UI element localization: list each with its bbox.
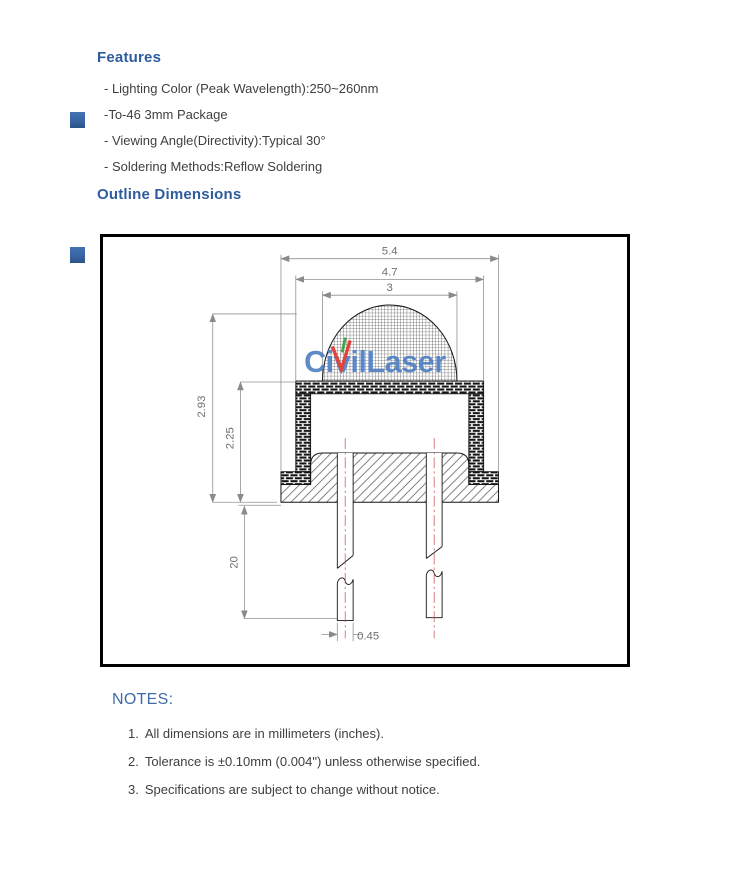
dimension-extension-lines (212, 254, 499, 642)
blue-square-marker-icon (70, 247, 85, 263)
outline-drawing-box: 5.4 4.7 3 2.93 2.25 20 0.45 (100, 234, 630, 667)
blue-square-marker-icon (70, 112, 85, 128)
feature-item-viewing-angle: - Viewing Angle(Directivity):Typical 30° (104, 133, 326, 148)
notes-heading: NOTES: (112, 691, 174, 708)
note-item-2: 2. Tolerance is ±0.10mm (0.004") unless o… (128, 754, 480, 769)
outline-dimensions-heading: Outline Dimensions (97, 186, 242, 203)
note-number: 2. (128, 754, 139, 769)
dim-label-lead-width: 0.45 (357, 630, 379, 642)
note-text: Specifications are subject to change wit… (144, 782, 440, 797)
cap-flange-left (280, 471, 312, 485)
dim-label-lens-width: 3 (387, 282, 393, 294)
cap-rim (295, 380, 485, 395)
header-base (280, 452, 499, 503)
watermark-text: CivilLaser (304, 345, 446, 379)
lead-centerlines (344, 438, 435, 639)
features-heading: Features (97, 49, 162, 66)
lens-dome (321, 304, 458, 382)
note-item-1: 1. All dimensions are in millimeters (inc… (128, 726, 384, 741)
note-number: 1. (128, 726, 139, 741)
watermark-red-v-icon (330, 340, 352, 375)
note-item-3: 3. Specifications are subject to change w… (128, 782, 440, 797)
dimension-lines (209, 255, 500, 638)
cap-flange-right (468, 471, 499, 485)
dim-label-total-height: 2.93 (196, 396, 208, 418)
feature-item-package: -To-46 3mm Package (104, 107, 228, 122)
note-number: 3. (128, 782, 139, 797)
watermark-green-tick-icon (340, 337, 347, 353)
to46-led-outline-drawing: 5.4 4.7 3 2.93 2.25 20 0.45 (196, 246, 500, 642)
note-text: All dimensions are in millimeters (inche… (144, 726, 384, 741)
feature-item-lighting-color: - Lighting Color (Peak Wavelength):250~2… (104, 81, 379, 96)
civillaser-watermark: CivilLaser (304, 337, 447, 379)
dim-label-body-height: 2.25 (224, 427, 236, 449)
feature-item-soldering: - Soldering Methods:Reflow Soldering (104, 159, 323, 174)
cap-wall-right (468, 393, 485, 473)
cap-wall-left (295, 393, 312, 473)
note-text: Tolerance is ±0.10mm (0.004") unless oth… (144, 754, 481, 769)
dim-label-flange-width: 5.4 (382, 246, 398, 258)
dim-label-lead-length: 20 (228, 556, 240, 569)
dim-label-cap-width: 4.7 (382, 266, 398, 278)
